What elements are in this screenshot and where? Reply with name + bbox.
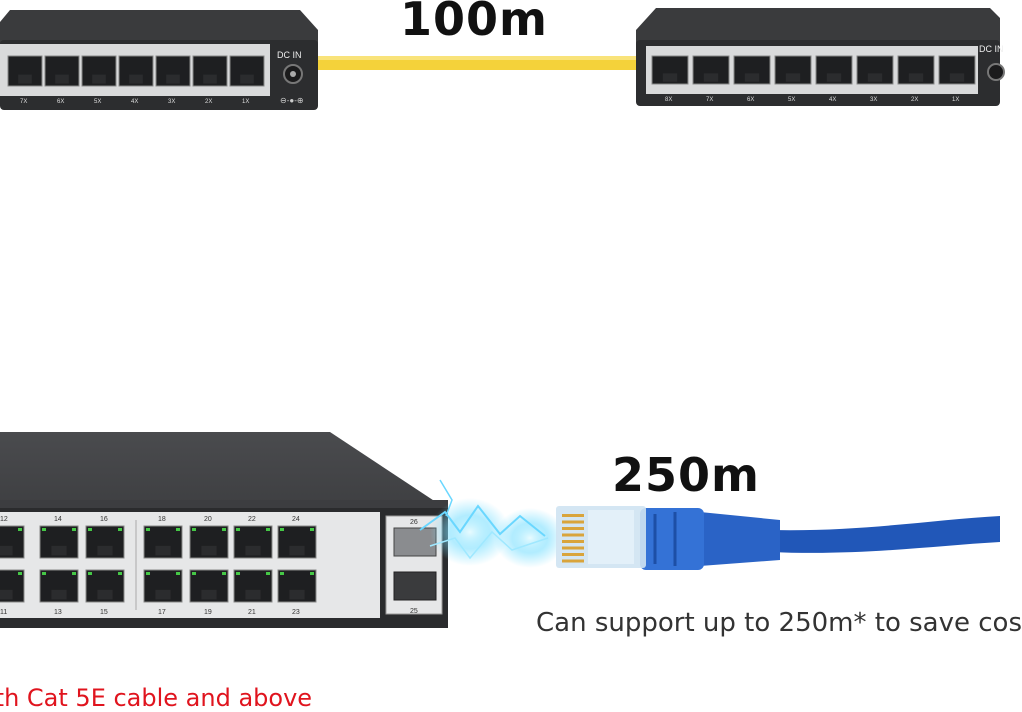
switch-top-ports (0, 520, 317, 610)
right-port-label: 2X (911, 97, 918, 103)
port-number: 24 (292, 516, 300, 523)
yellow-cable-highlight (310, 56, 645, 60)
right-port-label: 7X (706, 97, 713, 103)
left-port-6X (44, 55, 80, 87)
port-14 (39, 525, 79, 559)
port-23 (277, 569, 317, 603)
port-number: 12 (0, 516, 8, 523)
port-number: 19 (204, 609, 212, 616)
left-switch-port-labels: 7X 6X 5X 4X 3X 2X 1X (20, 99, 249, 105)
port-24 (277, 525, 317, 559)
sfp-slot-25 (393, 571, 437, 601)
electric-spark (419, 479, 566, 568)
port-number: 22 (248, 516, 256, 523)
right-port-2X (897, 55, 935, 85)
right-port-1X (938, 55, 976, 85)
support-caption: Can support up to 250m* to save cos (536, 608, 1022, 638)
left-port-label: 5X (94, 99, 101, 105)
top-scene: 7X 6X 5X 4X 3X 2X 1X DC IN ⊖-●-⊕ 8X 7X 6X 5X 4X 3X 2… (0, 8, 1005, 110)
port-number: 13 (54, 609, 62, 616)
port-number: 11 (0, 609, 7, 616)
switch-bottom-ports (0, 569, 317, 603)
port-number: 21 (248, 609, 256, 616)
port-13 (39, 569, 79, 603)
left-port-label: 3X (168, 99, 175, 105)
port-number: 16 (100, 516, 108, 523)
port-12 (0, 525, 25, 559)
right-dc-jack (987, 63, 1005, 81)
port-22 (233, 525, 273, 559)
right-switch: 8X 7X 6X 5X 4X 3X 2X 1X DC IN (636, 8, 1005, 106)
left-port-3X (155, 55, 191, 87)
right-switch-ports (651, 55, 976, 85)
port-16 (85, 525, 125, 559)
port-number: 17 (158, 609, 166, 616)
right-port-6X (733, 55, 771, 85)
right-dc-in-label: DC IN (979, 44, 1004, 54)
blue-ethernet-cable (556, 506, 1000, 570)
port-21 (233, 569, 273, 603)
right-port-3X (856, 55, 894, 85)
left-port-label: 7X (20, 99, 27, 105)
port-15 (85, 569, 125, 603)
port-17 (143, 569, 183, 603)
port-18 (143, 525, 183, 559)
left-port-4X (118, 55, 154, 87)
managed-switch: 12 14 16 18 20 22 24 11 13 15 17 19 21 23 26 25 (0, 432, 448, 628)
left-switch-ports (7, 55, 265, 87)
left-dc-symbol: ⊖-●-⊕ (280, 96, 304, 105)
left-port-label: 6X (57, 99, 64, 105)
right-port-label: 5X (788, 97, 795, 103)
distance-250m-label: 250m (612, 448, 760, 502)
left-switch: 7X 6X 5X 4X 3X 2X 1X DC IN ⊖-●-⊕ (0, 10, 318, 110)
left-port-5X (81, 55, 117, 87)
left-port-2X (192, 55, 228, 87)
right-port-label: 3X (870, 97, 877, 103)
right-port-4X (815, 55, 853, 85)
cable-note: ith Cat 5E cable and above (0, 684, 313, 712)
right-port-label: 6X (747, 97, 754, 103)
distance-100m-label: 100m (400, 0, 548, 46)
switch-top-port-numbers: 12 14 16 18 20 22 24 (0, 516, 300, 523)
port-number: 23 (292, 609, 300, 616)
right-port-5X (774, 55, 812, 85)
right-port-label: 4X (829, 97, 836, 103)
cable-boot (640, 508, 704, 570)
bottom-scene: 12 14 16 18 20 22 24 11 13 15 17 19 21 23 26 25 (0, 432, 1000, 628)
left-port-label: 4X (131, 99, 138, 105)
port-20 (189, 525, 229, 559)
port-number: 20 (204, 516, 212, 523)
port-19 (189, 569, 229, 603)
port-number: 15 (100, 609, 108, 616)
port-number: 14 (54, 516, 62, 523)
left-port-1X (229, 55, 265, 87)
left-port-7X (7, 55, 43, 87)
right-switch-port-labels: 8X 7X 6X 5X 4X 3X 2X 1X (665, 97, 959, 103)
right-port-8X (651, 55, 689, 85)
sfp-slot-26 (393, 527, 437, 557)
sfp-26-number: 26 (410, 519, 418, 526)
left-port-label: 2X (205, 99, 212, 105)
sfp-25-number: 25 (410, 608, 418, 615)
left-dc-in-label: DC IN (277, 50, 302, 60)
right-port-7X (692, 55, 730, 85)
port-number: 18 (158, 516, 166, 523)
right-port-label: 1X (952, 97, 959, 103)
right-port-label: 8X (665, 97, 672, 103)
switch-bottom-port-numbers: 11 13 15 17 19 21 23 (0, 609, 300, 616)
port-11 (0, 569, 25, 603)
left-port-label: 1X (242, 99, 249, 105)
